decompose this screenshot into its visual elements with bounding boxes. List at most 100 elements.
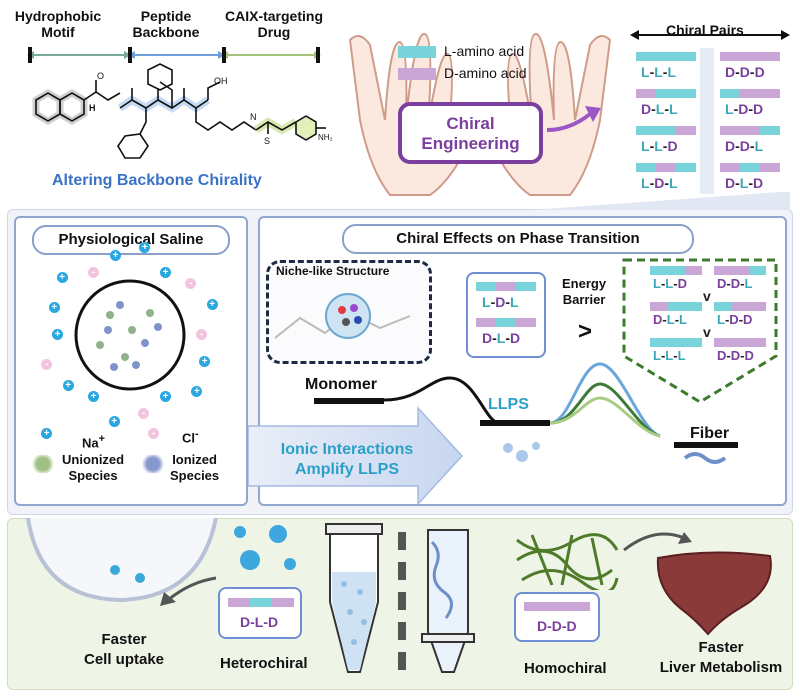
chiral-engineering-line1: Chiral (446, 114, 495, 133)
arrow-to-pairs (546, 106, 601, 132)
faster-liver-label: Faster Liver Metabolism (659, 639, 783, 676)
pair-right-label-3: D-D-L (725, 138, 764, 154)
pair-left-2-seg-2 (656, 89, 676, 98)
na-ion: + (52, 329, 63, 340)
greater-than-sign: > (578, 318, 593, 345)
cell-membrane (26, 518, 218, 603)
na-ion: + (56, 272, 68, 284)
hetero-seg-3 (272, 598, 294, 607)
cl-ion: - (88, 266, 99, 278)
order-r3c2-seg-3 (748, 338, 766, 347)
pair-left-1-seg-2 (656, 52, 676, 61)
na-ion: + (199, 356, 211, 368)
na-label: Na+ (82, 433, 105, 451)
naphthalene (35, 80, 121, 122)
header-caix-drug: CAIX-targeting Drug (225, 8, 323, 40)
order-r1c1-seg-2 (667, 266, 685, 275)
hetero-top-seg-2 (496, 282, 516, 291)
saline-droplet (74, 279, 186, 391)
pair-right-label-4: D-L-D (725, 175, 764, 191)
pair-right-3-seg-1 (720, 126, 740, 135)
segment-arrows (27, 47, 321, 63)
pair-right-2-seg-3 (760, 89, 780, 98)
tubes (325, 523, 475, 673)
na-ion: + (62, 380, 74, 392)
pair-left-4-seg-2 (656, 163, 676, 172)
legend-l-swatch (398, 46, 436, 58)
order-r2c1-seg-3 (684, 302, 702, 311)
hetero-bottom-seg-3 (516, 318, 536, 327)
header-hydrophobic-motif: Hydrophobic Motif (14, 8, 102, 40)
mirror-plane (700, 48, 714, 194)
pair-right-4-seg-2 (740, 163, 760, 172)
hetero-bottom-label: D-L-D (482, 330, 521, 346)
pair-right-4-seg-1 (720, 163, 740, 172)
homochiral-label: Homochiral (524, 660, 607, 677)
pair-left-3-seg-3 (676, 126, 696, 135)
order-r3c1-seg-1 (650, 338, 668, 347)
pair-left-label-3: L-L-D (641, 138, 678, 154)
zoom-funnel (530, 192, 790, 210)
na-ion: + (48, 301, 60, 313)
pair-right-label-2: L-D-D (725, 101, 764, 117)
order-r2c1-seg-1 (650, 302, 668, 311)
order-r2c2-seg-1 (714, 302, 732, 311)
molecule-structure: H O OH S N NH₂ (27, 47, 333, 159)
hetero-bottom-label: D-L-D (240, 614, 279, 630)
na-ion: + (110, 250, 122, 262)
na-ion: + (160, 391, 171, 403)
order-r3c1-seg-2 (667, 338, 685, 347)
liver-arrow (623, 532, 692, 552)
homo-seg (524, 602, 590, 611)
legend-l-label: L-amino acid (444, 43, 525, 59)
legend-d-label: D-amino acid (444, 65, 527, 81)
na-ion-legend-icon: + (41, 428, 52, 439)
llps-droplets (234, 525, 296, 570)
order-r3c2-seg-2 (731, 338, 749, 347)
pair-right-3-seg-3 (760, 126, 780, 135)
fiber-label: Fiber (690, 425, 730, 442)
hetero-top-seg-3 (516, 282, 536, 291)
na-ion: + (108, 415, 120, 427)
order-r1c1-seg-3 (684, 266, 702, 275)
homo-bottom-box (514, 592, 600, 642)
unionized-species-icon (30, 455, 56, 473)
pair-right-label-1: D-D-D (725, 64, 765, 80)
ionized-label: Ionized Species (170, 452, 220, 483)
fiber-network (516, 533, 619, 590)
order-r2c2-seg-2 (731, 302, 749, 311)
order-r1c2-seg-1 (714, 266, 732, 275)
pair-right-4-seg-3 (760, 163, 780, 172)
cl-ion: - (196, 329, 207, 340)
saline-title: Physiological Saline (32, 225, 230, 255)
hetero-bottom-box (218, 587, 302, 639)
niche-title: Niche-like Structure (276, 264, 390, 278)
order-r2c2-seg-3 (748, 302, 766, 311)
order-label-r1c2: D-D-L (717, 276, 753, 291)
atom-h: H (89, 103, 96, 113)
pair-right-2-seg-1 (720, 89, 740, 98)
order-r1c1-seg-1 (650, 266, 668, 275)
ionic-arrow (248, 406, 464, 506)
pair-right-1-seg-1 (720, 52, 740, 61)
hetero-bottom-seg-1 (476, 318, 496, 327)
unionized-label: Unionized Species (62, 452, 125, 483)
order-r1c2-seg-3 (748, 266, 766, 275)
order-label-r1c1: L-L-D (653, 276, 687, 291)
caix-drug (255, 115, 326, 141)
homo-bottom-label: D-D-D (537, 618, 577, 634)
hetero-bottom-seg-2 (496, 318, 516, 327)
order-funnel (622, 258, 778, 404)
legend-d-swatch (398, 68, 436, 80)
caption-altering-chirality: Altering Backbone Chirality (52, 172, 262, 189)
na-ion: + (88, 391, 99, 403)
pair-left-4-seg-1 (636, 163, 656, 172)
order-label-r2c2: L-D-D (717, 312, 753, 327)
monomer-label: Monomer (305, 376, 377, 393)
cl-ion: - (137, 407, 149, 419)
pair-left-1-seg-3 (676, 52, 696, 61)
na-ion: + (139, 242, 151, 254)
niche-molecule (274, 293, 411, 339)
pair-right-2-seg-2 (740, 89, 760, 98)
pair-left-3-seg-2 (656, 126, 676, 135)
